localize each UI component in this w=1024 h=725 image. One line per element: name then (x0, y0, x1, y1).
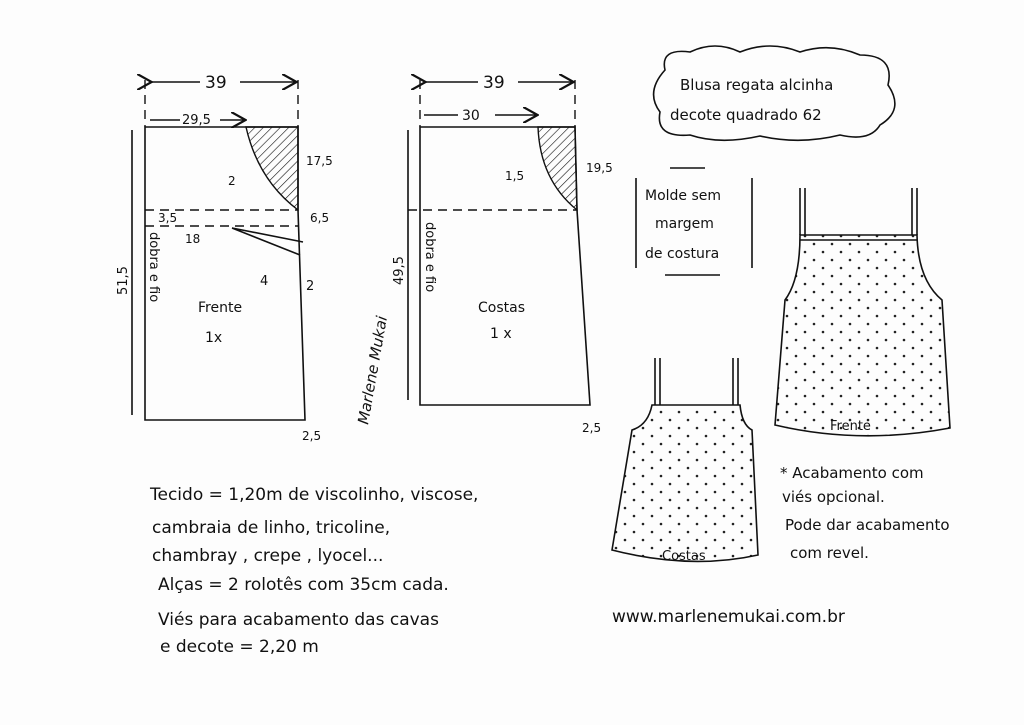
front-piece-label: Frente (198, 300, 242, 316)
back-curve-offset: 1,5 (505, 169, 524, 183)
front-piece-count: 1x (205, 330, 222, 346)
no-seam-allowance-note: Molde sem margem de costura (635, 167, 753, 276)
finishing-line4: com revel. (790, 544, 869, 562)
back-height: 49,5 (392, 256, 407, 285)
front-dart-width: 4 (260, 274, 268, 289)
note-line1: Molde sem (645, 188, 721, 204)
title-line2: decote quadrado 62 (670, 106, 822, 124)
materials-line3: chambray , crepe , lyocel... (152, 546, 383, 566)
front-width-top: 29,5 (182, 113, 211, 128)
materials-line6: e decote = 2,20 m (160, 637, 319, 657)
back-hem-extension: 2,5 (582, 421, 601, 435)
front-garment-illustration: Frente (774, 188, 951, 437)
note-line2: margem (655, 216, 714, 232)
materials-line1: Tecido = 1,20m de viscolinho, viscose, (149, 485, 478, 505)
back-illustration-label: Costas (662, 549, 706, 564)
front-fold-label: dobra e fio (146, 232, 161, 302)
finishing-line1: * Acabamento com (780, 464, 924, 482)
back-garment-illustration: Costas (611, 358, 759, 564)
front-illustration-label: Frente (830, 419, 871, 434)
front-hem-extension: 2,5 (302, 429, 321, 443)
front-dart-offset: 6,5 (310, 211, 329, 225)
back-piece-count: 1 x (490, 326, 512, 342)
materials-line5: Viés para acabamento das cavas (158, 610, 439, 630)
front-dart-length: 18 (185, 232, 200, 246)
back-neck-depth: 19,5 (586, 161, 613, 175)
back-width-total: 39 (483, 73, 505, 93)
materials-line2: cambraia de linho, tricoline, (152, 518, 390, 538)
back-fold-label: dobra e fio (422, 222, 437, 292)
back-width-top: 30 (462, 108, 480, 124)
title-line1: Blusa regata alcinha (680, 76, 833, 94)
front-pattern-piece: 39 29,5 51,5 17,5 2 3,5 18 6,5 4 2 2,5 d… (116, 73, 333, 443)
finishing-line2: viés opcional. (782, 488, 885, 506)
note-line3: de costura (645, 246, 719, 262)
title-cloud: Blusa regata alcinha decote quadrado 62 (652, 45, 896, 142)
materials-notes: Tecido = 1,20m de viscolinho, viscose, c… (149, 485, 478, 657)
back-piece-label: Costas (478, 300, 525, 316)
finishing-note: * Acabamento com viés opcional. Pode dar… (780, 464, 950, 562)
front-bust-offset: 3,5 (158, 211, 177, 225)
website-url: www.marlenemukai.com.br (612, 607, 845, 627)
finishing-line3: Pode dar acabamento (785, 516, 950, 534)
front-side-extension: 2 (306, 279, 314, 294)
front-width-total: 39 (205, 73, 227, 93)
front-curve-offset: 2 (228, 174, 236, 188)
front-neck-depth: 17,5 (306, 154, 333, 168)
signature: Marlene Mukai (354, 314, 391, 426)
materials-line4: Alças = 2 rolotês com 35cm cada. (158, 575, 449, 595)
front-height: 51,5 (116, 266, 131, 295)
back-pattern-piece: 39 30 49,5 19,5 1,5 2,5 dobra e fio Cost… (392, 73, 613, 435)
